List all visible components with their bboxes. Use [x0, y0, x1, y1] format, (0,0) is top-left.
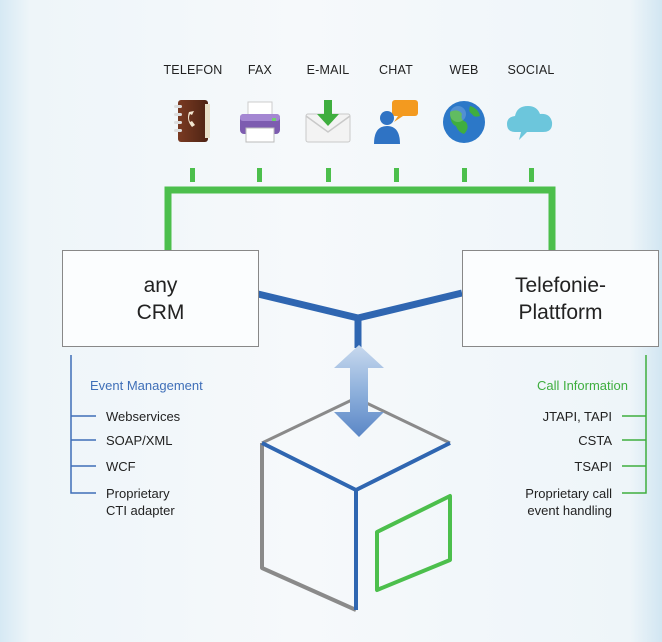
right-list-bracket	[622, 355, 647, 494]
right-list-item: Proprietary call	[525, 486, 612, 501]
printer-icon	[240, 101, 280, 143]
chat-user-icon	[374, 100, 418, 144]
crm-box-line2: CRM	[136, 300, 185, 324]
left-list-bracket	[70, 355, 96, 494]
telephony-box-line1: Telefonie-	[514, 273, 607, 297]
right-list-item: event handling	[527, 503, 612, 518]
telephony-box: Telefonie- Plattform	[462, 250, 659, 347]
channel-label-social: SOCIAL	[507, 63, 555, 77]
sync-arrow	[334, 345, 384, 437]
crm-box: any CRM	[62, 250, 259, 347]
left-list-item: CTI adapter	[106, 503, 175, 518]
cloud-icon	[507, 106, 553, 140]
event-management-heading: Event Management	[90, 378, 203, 393]
channel-label-chat: CHAT	[379, 63, 413, 77]
channel-label-fax: FAX	[247, 63, 273, 77]
green-bus-line	[164, 186, 556, 250]
telephony-box-line2: Plattform	[518, 300, 603, 324]
left-list-item: WCF	[106, 459, 136, 474]
channel-connectors	[190, 168, 534, 182]
channel-label-web: WEB	[449, 63, 479, 77]
left-list-item: SOAP/XML	[106, 433, 173, 448]
channel-label-email: E-MAIL	[306, 63, 350, 77]
call-information-heading: Call Information	[536, 378, 628, 393]
phone-book-icon	[174, 100, 210, 142]
left-list-item: Webservices	[106, 409, 181, 424]
right-list-item: JTAPI, TAPI	[542, 409, 612, 424]
left-list-item: Proprietary	[106, 486, 170, 501]
right-list-item: TSAPI	[574, 459, 612, 474]
right-list-item: CSTA	[578, 433, 612, 448]
blue-junction-line	[257, 289, 463, 348]
channel-label-telefon: TELEFON	[163, 63, 223, 77]
globe-icon	[443, 101, 485, 143]
email-envelope-icon	[305, 100, 351, 143]
crm-box-line1: any	[143, 273, 178, 297]
